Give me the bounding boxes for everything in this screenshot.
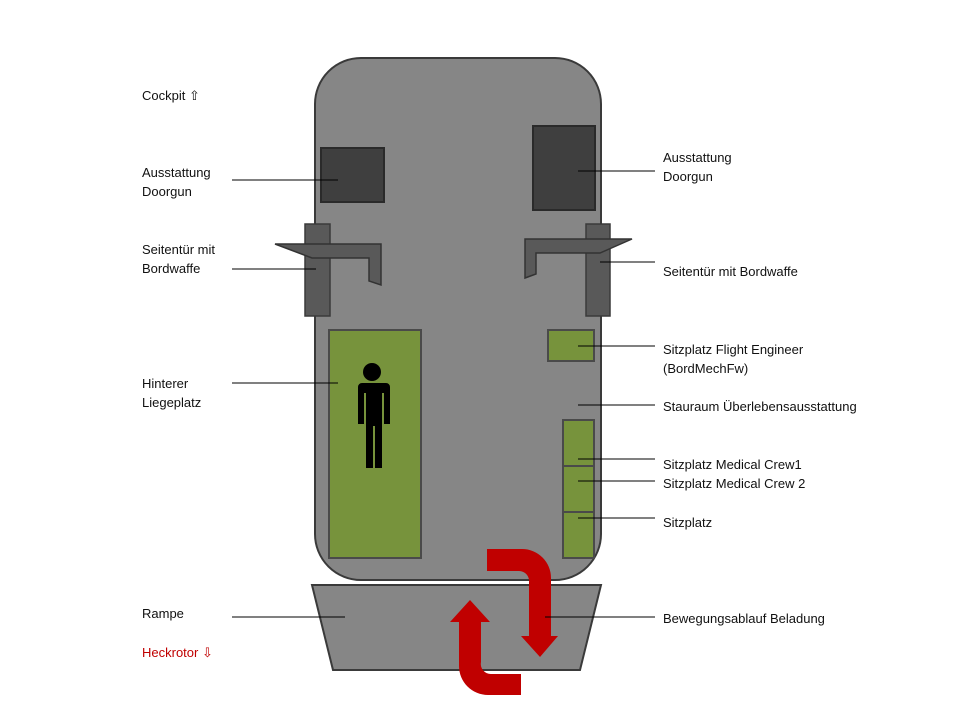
side-door-left (304, 223, 331, 317)
label-line: Liegeplatz (142, 395, 202, 410)
seat-label: Sitzplatz (663, 515, 713, 530)
doorgun-equipment-right (532, 125, 596, 211)
label-line: Sitzplatz Flight Engineer (663, 342, 804, 357)
loading-motion-label: Bewegungsablauf Beladung (663, 611, 825, 626)
ramp (310, 584, 603, 671)
label-line: Hinterer (142, 376, 189, 391)
seat-medical-crew-2 (562, 465, 595, 513)
side-door-right (585, 223, 611, 317)
storage-label: Stauraum Überlebensausstattung (663, 399, 857, 414)
label-line: Bordwaffe (142, 261, 201, 276)
door-weapon-left (274, 243, 382, 287)
seat (562, 511, 595, 559)
label-line: Ausstattung (142, 165, 211, 180)
tail-rotor-label: Heckrotor ⇩ (142, 645, 213, 660)
loading-arrow-up (450, 600, 521, 695)
cockpit-label: Cockpit ⇧ (142, 88, 200, 103)
person-icon (358, 363, 390, 468)
door-weapon-right (524, 238, 633, 280)
loading-arrow-down (487, 549, 558, 657)
label-line: Doorgun (663, 169, 713, 184)
doorgun-equipment-left (320, 147, 385, 203)
medical-crew-1-label: Sitzplatz Medical Crew1 (663, 457, 802, 472)
label-line: (BordMechFw) (663, 361, 749, 376)
seat-medical-crew-1 (562, 419, 595, 467)
door-right-label: Seitentür mit Bordwaffe (663, 264, 798, 279)
medical-crew-2-label: Sitzplatz Medical Crew 2 (663, 476, 806, 491)
flight-engineer-label: Sitzplatz Flight Engineer (BordMechFw) (663, 340, 803, 378)
label-line: Doorgun (142, 184, 192, 199)
ramp-label: Rampe (142, 606, 184, 621)
leader-lines (232, 170, 655, 618)
label-line: Ausstattung (663, 150, 732, 165)
label-line: Seitentür mit (142, 242, 215, 257)
